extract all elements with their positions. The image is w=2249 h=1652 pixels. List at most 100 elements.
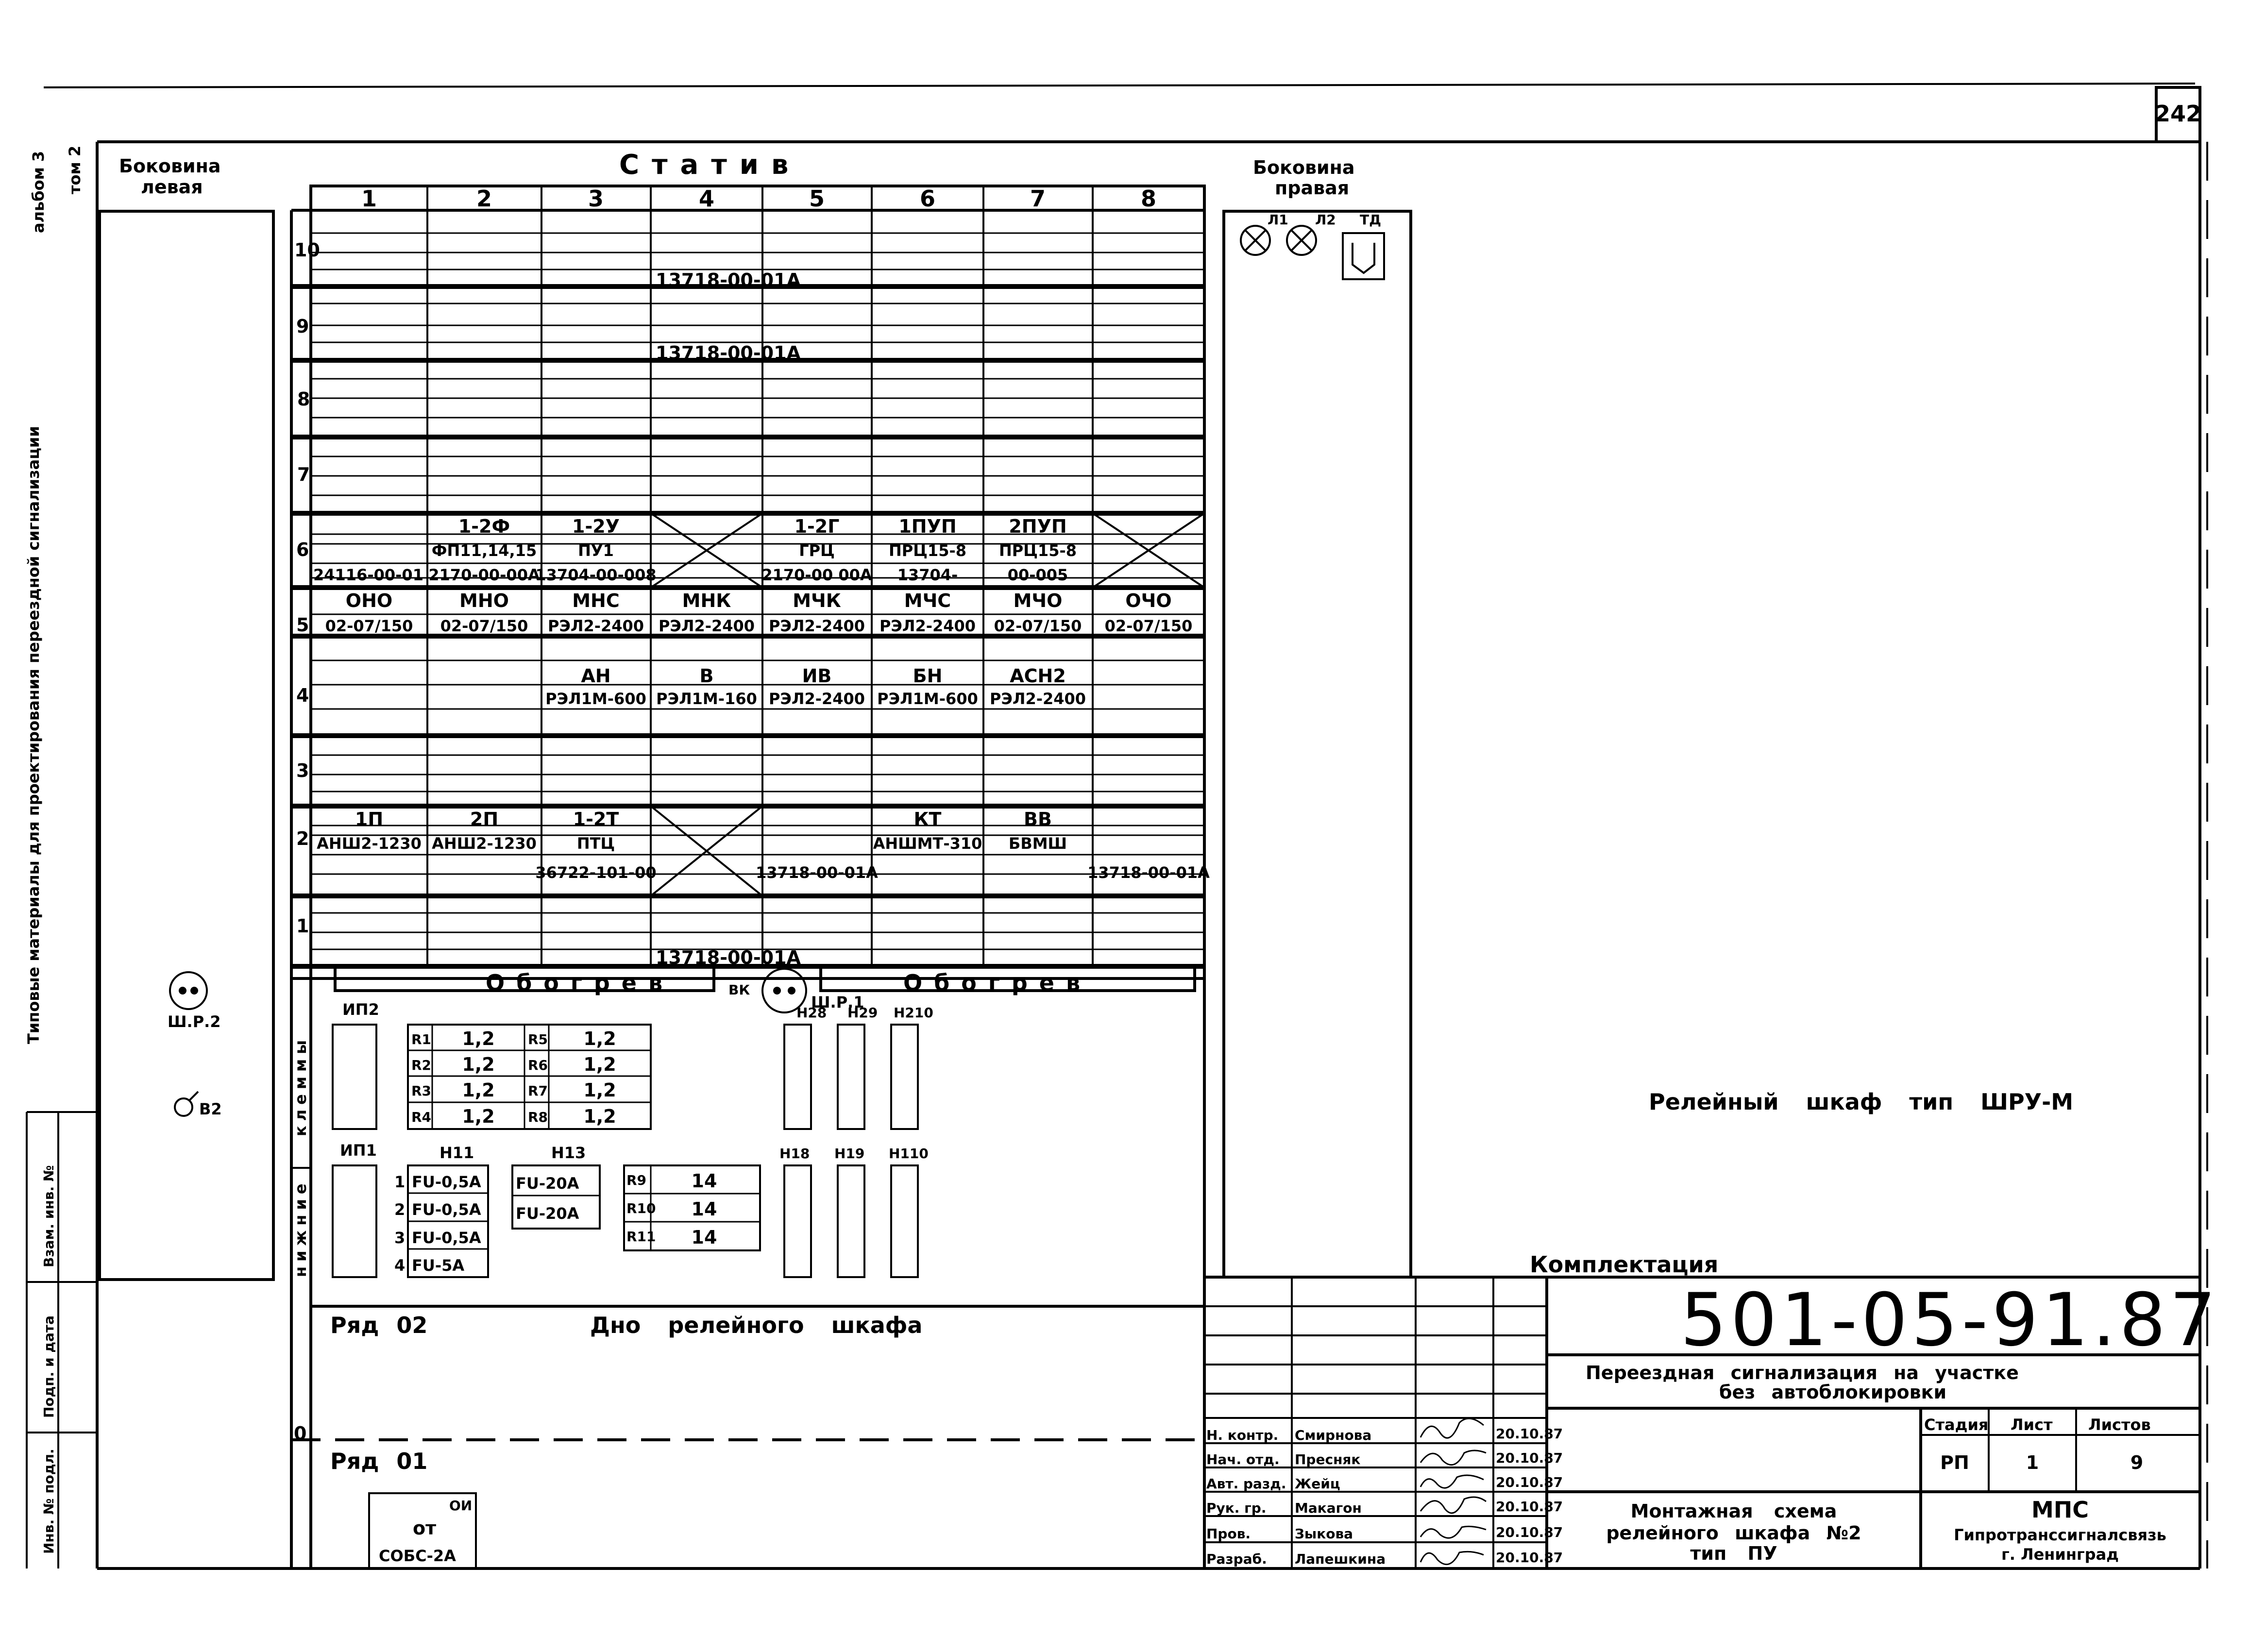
ot-top: ОИ	[449, 1498, 472, 1514]
sheet-title-1: Монтажная схема	[1631, 1500, 1837, 1522]
fuse1-n: 1	[394, 1173, 405, 1191]
s2-c3-code: 36722-101-00	[535, 863, 656, 882]
s2-c8-code: 13718-00-01А	[1087, 863, 1210, 882]
org-3: г. Ленинград	[2001, 1545, 2119, 1564]
sheet-title-3: тип ПУ	[1690, 1543, 1777, 1564]
ip1-label: ИП1	[340, 1141, 377, 1160]
sig-name-6: Лапешкина	[1295, 1551, 1386, 1567]
fuse-block-n13: Н13 FU-20А FU-20А	[511, 1144, 601, 1230]
shelf-6: 6	[296, 539, 309, 560]
stage-value: РП	[1940, 1452, 1969, 1473]
col-4: 4	[699, 185, 714, 212]
sig-role-6: Разраб.	[1206, 1551, 1267, 1567]
terminals-upper-label: клеммы	[291, 1035, 310, 1136]
sig-role-5: Пров.	[1206, 1526, 1251, 1542]
s5-c1-type: 02-07/150	[325, 617, 413, 635]
r2-value: 1,2	[462, 1054, 494, 1075]
n18-label: Н18	[779, 1146, 810, 1162]
ot-label: от	[413, 1517, 436, 1539]
terminal-strips-right: Н28 Н29 Н210 Н18 Н19 Н110	[779, 1005, 933, 1278]
s6-crossed-cells	[650, 512, 1205, 589]
left-socket-label: Ш.Р.2	[168, 1012, 221, 1031]
r10-label: R10	[626, 1200, 656, 1216]
sig-date-6: 20.10.87	[1496, 1550, 1563, 1566]
album-label: альбом 3	[29, 151, 48, 233]
sig-date-5: 20.10.87	[1496, 1524, 1563, 1540]
rack-title: Статив	[619, 149, 801, 181]
s6-c6-code: 13704-	[897, 566, 958, 584]
col-8: 8	[1141, 185, 1156, 212]
fuse-n13-2: FU-20А	[516, 1204, 579, 1223]
bottom-caption: Дно релейного шкафа	[590, 1312, 922, 1338]
right-side-title-1: Боковина	[1253, 157, 1355, 178]
sig-date-2: 20.10.87	[1496, 1450, 1563, 1466]
row02-label: Ряд 02	[330, 1312, 427, 1338]
shelf-1: 1	[296, 915, 309, 937]
r1-label: R1	[411, 1031, 431, 1047]
sig-date-4: 20.10.87	[1496, 1499, 1563, 1515]
s4-c7-type: РЭЛ2-2400	[990, 690, 1086, 708]
sheets-value: 9	[2131, 1452, 2143, 1473]
r7-value: 1,2	[583, 1079, 616, 1101]
r5-value: 1,2	[583, 1028, 616, 1049]
s4-c4-type: РЭЛ1М-160	[656, 690, 757, 708]
s6-c5-code: 2170-00 00А	[761, 566, 872, 584]
s5-c5-type: РЭЛ2-2400	[769, 617, 865, 635]
signature-scribbles	[1420, 1417, 1487, 1565]
s4-c7-name: АСН2	[1010, 665, 1066, 687]
left-margin: Инв. № подл. Подп. и дата Взам. инв. № Т…	[24, 146, 97, 1568]
tom-label: том 2	[66, 146, 84, 194]
fuse2-n: 2	[394, 1200, 405, 1219]
n11-label: Н11	[440, 1144, 474, 1162]
signature-rows: Н. контр. Смирнова 20.10.87 Нач. отд. Пр…	[1206, 1426, 1563, 1567]
td-label: ТД	[1360, 212, 1381, 228]
r8-label: R8	[528, 1109, 548, 1125]
shelf6-relays: 24116-00-01 1-2Ф ФП11,14,15 2170-00-00А …	[313, 512, 1205, 589]
s2-c6-name: КТ	[914, 809, 942, 830]
s6-c3-code: 13704-00-008	[535, 566, 656, 584]
r11-value: 14	[692, 1227, 717, 1248]
ot-block	[368, 1492, 477, 1569]
left-side-title-1: Боковина	[119, 155, 221, 177]
shelf-7: 7	[297, 464, 310, 485]
s2-crossed-cells	[650, 805, 763, 897]
r8-value: 1,2	[583, 1106, 616, 1127]
s5-c6-type: РЭЛ2-2400	[879, 617, 976, 635]
sig-role-2: Нач. отд.	[1206, 1451, 1280, 1467]
sig-date-3: 20.10.87	[1496, 1474, 1563, 1490]
komplektaciya-label: Комплектация	[1530, 1251, 1718, 1278]
s5-c3-type: РЭЛ2-2400	[548, 617, 644, 635]
stamp-podp-data: Подп. и дата	[41, 1315, 57, 1418]
right-side-panel: Боковина правая Л1 Л2 ТД	[1222, 157, 1412, 1279]
sig-date-1: 20.10.87	[1496, 1426, 1563, 1442]
s5-c3-name: МНС	[572, 590, 620, 611]
shelf-0-label: 0	[294, 1423, 306, 1444]
col-6: 6	[920, 185, 935, 212]
shelf2-relays: 1П АНШ2-1230 2П АНШ2-1230 1-2Т ПТЦ 36722…	[317, 805, 1210, 897]
s6-c7-name: 2ПУП	[1009, 516, 1066, 537]
fuse-n13-1: FU-20А	[516, 1174, 579, 1193]
project-title-1: Переездная сигнализация на участке	[1586, 1362, 2019, 1383]
r2-label: R2	[411, 1057, 431, 1073]
heating: Обогрев Обогрев ВК Ш.Р.1	[334, 968, 1196, 1013]
s5-c5-name: МЧК	[793, 590, 841, 611]
s6-c3-type: ПУ1	[578, 541, 614, 560]
r6-label: R6	[528, 1057, 548, 1073]
heating-left: Обогрев	[486, 970, 674, 996]
s6-c5-type: ГРЦ	[799, 541, 835, 560]
fuse1-value: FU-0,5А	[412, 1173, 481, 1191]
shelf-3: 3	[296, 760, 309, 781]
stamp-inv-podl: Инв. № подл.	[41, 1449, 57, 1554]
s6-c6-type: ПРЦ15-8	[889, 541, 966, 560]
sig-name-2: Пресняк	[1295, 1451, 1360, 1467]
td-icon	[1342, 232, 1385, 280]
lamp-l1-icon	[1240, 225, 1271, 256]
s4-c6-name: БН	[913, 665, 943, 687]
sig-role-1: Н. контр.	[1206, 1427, 1278, 1443]
sheet-title-2: релейного шкафа №2	[1606, 1522, 1861, 1544]
lamp-l2-label: Л2	[1315, 212, 1336, 228]
s2-c3-type: ПТЦ	[577, 834, 615, 853]
left-side-title-2: левая	[141, 176, 203, 198]
shelf-numbers: 10 9 8 7 6 5 4 3 2 1	[294, 239, 320, 937]
left-side-panel: Боковина левая Ш.Р.2 В2	[98, 155, 275, 1281]
